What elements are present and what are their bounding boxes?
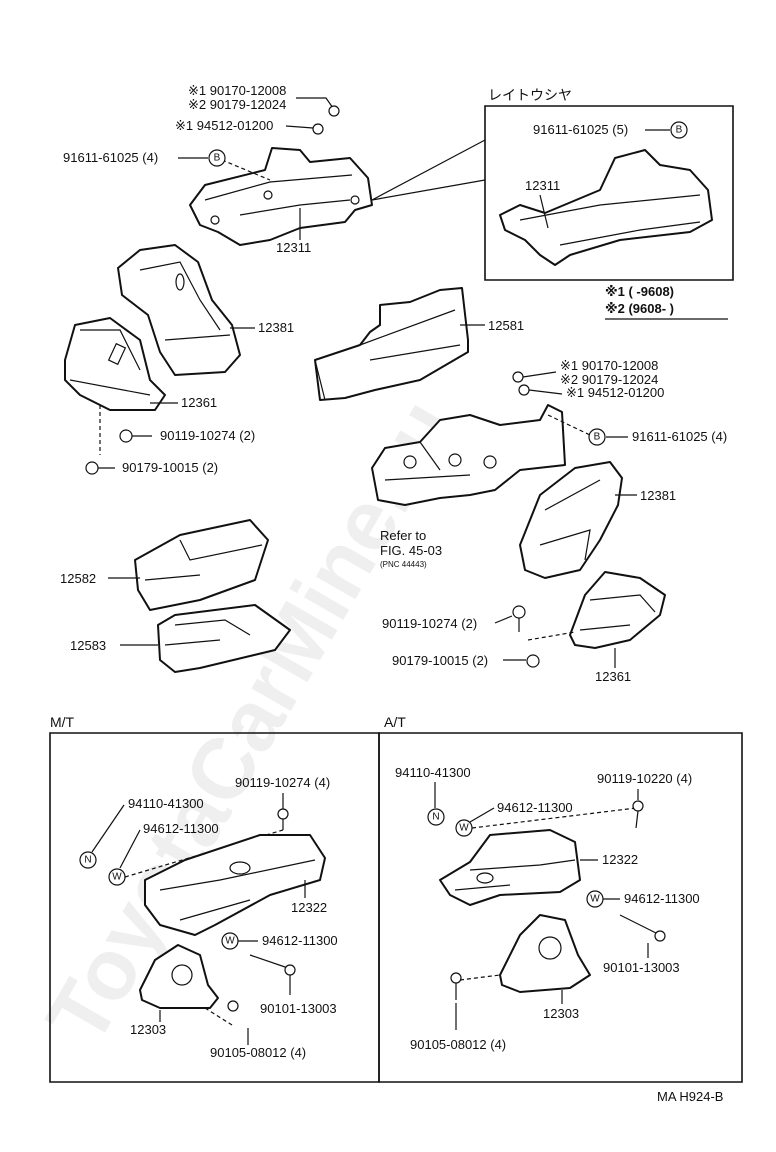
at-long-bolt xyxy=(619,914,661,936)
nut-icon xyxy=(512,371,524,383)
insulator-12361-right xyxy=(569,571,666,649)
at-bolt-bottom-label: 90105-08012 (4) xyxy=(410,1037,506,1052)
insulator-12381-left xyxy=(117,244,241,376)
mt-nut-n-label: 94110-41300 xyxy=(128,796,204,811)
bolt-icon xyxy=(654,930,666,942)
mt-nut-n-mark-icon: N xyxy=(79,851,97,869)
bolt-b-right-mark-icon: B xyxy=(588,428,606,446)
label-bolt-b-right: 91611-61025 (4) xyxy=(632,429,727,444)
nut-icon xyxy=(85,461,99,475)
inset-frame xyxy=(484,105,734,281)
bolt-icon xyxy=(119,429,133,443)
washer-icon xyxy=(312,123,324,135)
refer-line-2: FIG. 45-03 xyxy=(380,543,442,558)
note-a-3: ※1 94512-01200 xyxy=(175,118,273,133)
svg-text:W: W xyxy=(112,872,122,883)
bracket-12581 xyxy=(314,287,469,401)
svg-text:W: W xyxy=(459,823,469,834)
at-crossmember-12322 xyxy=(439,829,581,906)
mt-washer-w2-label: 94612-11300 xyxy=(262,933,338,948)
mt-washer-w-label: 94612-11300 xyxy=(143,821,219,836)
label-12381-left: 12381 xyxy=(258,320,294,335)
at-washer-w-label: 94612-11300 xyxy=(497,800,573,815)
at-crossmember-label: 12322 xyxy=(602,852,638,867)
mt-crossmember-12322 xyxy=(144,834,326,936)
label-12361-right: 12361 xyxy=(595,669,631,684)
inset-bolt-b-mark-icon: B xyxy=(670,121,688,139)
at-insulator-label: 12303 xyxy=(543,1006,579,1021)
note-b-1: ※1 90170-12008 xyxy=(560,358,658,373)
note-a-1: ※1 90170-12008 xyxy=(188,83,286,98)
inset-bolt-label: 91611-61025 (5) xyxy=(533,122,628,137)
bracket-12582 xyxy=(134,519,269,611)
at-nut-n-label: 94110-41300 xyxy=(395,765,471,780)
washer-icon xyxy=(518,384,530,396)
label-12583: 12583 xyxy=(70,638,106,653)
bracket-12583 xyxy=(157,604,291,673)
label-12311: 12311 xyxy=(276,240,311,255)
nut-icon xyxy=(526,654,540,668)
mt-bolt-long-label: 90101-13003 xyxy=(260,1001,337,1016)
at-insulator-12303 xyxy=(499,914,591,993)
svg-text:W: W xyxy=(590,894,600,905)
inset-crossmember xyxy=(499,149,713,266)
svg-text:B: B xyxy=(594,432,601,443)
bolt-icon xyxy=(284,964,296,976)
at-frame xyxy=(378,732,743,1083)
label-12361-left: 12361 xyxy=(181,395,217,410)
at-nut-n-mark-icon: N xyxy=(427,808,445,826)
crossmember-12311 xyxy=(189,147,373,246)
label-bolt-b-left: 91611-61025 (4) xyxy=(63,150,158,165)
svg-text:N: N xyxy=(432,812,439,823)
mt-bolt-top: 90119-10274 (4) xyxy=(235,775,330,790)
bolt-icon xyxy=(450,972,462,984)
bolt-icon xyxy=(632,800,644,812)
inset-legend-2: ※2 (9608- ) xyxy=(605,301,674,316)
at-washer-w2-label: 94612-11300 xyxy=(624,891,700,906)
inset-part-label: 12311 xyxy=(525,178,560,193)
nut-icon xyxy=(328,105,340,117)
label-12581: 12581 xyxy=(488,318,524,333)
at-washer-w2-mark-icon: W xyxy=(586,890,604,908)
svg-text:B: B xyxy=(676,125,683,136)
svg-text:W: W xyxy=(225,936,235,947)
insulator-12381-right xyxy=(519,461,623,579)
label-nut-right-1: 90179-10015 (2) xyxy=(392,653,488,668)
mt-insulator-12303 xyxy=(139,944,219,1009)
svg-text:N: N xyxy=(84,855,91,866)
svg-text:B: B xyxy=(214,153,221,164)
label-bolt-right-1: 90119-10274 (2) xyxy=(382,616,477,631)
note-a-2: ※2 90179-12024 xyxy=(188,97,286,112)
insulator-12361-left xyxy=(64,317,166,411)
note-b-3: ※1 94512-01200 xyxy=(566,385,664,400)
label-12381-right: 12381 xyxy=(640,488,676,503)
mt-bolt-bottom-label: 90105-08012 (4) xyxy=(210,1045,306,1060)
label-nut-left-1: 90179-10015 (2) xyxy=(122,460,218,475)
bolt-b-mark-icon: B xyxy=(208,149,226,167)
refer-line-1: Refer to xyxy=(380,528,426,543)
mt-long-bolt xyxy=(249,954,289,969)
mt-insulator-label: 12303 xyxy=(130,1022,166,1037)
at-bolt-long-label: 90101-13003 xyxy=(603,960,680,975)
note-b-2: ※2 90179-12024 xyxy=(560,372,658,387)
footer-code: MA H924-B xyxy=(657,1089,723,1104)
mt-washer-w-mark-icon: W xyxy=(108,868,126,886)
bolt-icon xyxy=(227,1000,239,1012)
bolt-icon xyxy=(512,605,526,619)
at-washer-w-mark-icon: W xyxy=(455,819,473,837)
label-bolt-left-1: 90119-10274 (2) xyxy=(160,428,255,443)
mt-washer-w2-mark-icon: W xyxy=(221,932,239,950)
at-bolt-top-label: 90119-10220 (4) xyxy=(597,771,692,786)
mt-title: M/T xyxy=(50,714,75,730)
inset-title: レイトウシヤ xyxy=(488,87,572,103)
bolt-icon xyxy=(277,808,289,820)
at-title: A/T xyxy=(384,714,406,730)
refer-line-3: (PNC 44443) xyxy=(380,560,427,569)
label-12582: 12582 xyxy=(60,571,96,586)
engine-bracket-fig-45-03 xyxy=(371,404,566,506)
inset-legend-1: ※1 ( -9608) xyxy=(605,284,674,299)
mt-crossmember-label: 12322 xyxy=(291,900,327,915)
